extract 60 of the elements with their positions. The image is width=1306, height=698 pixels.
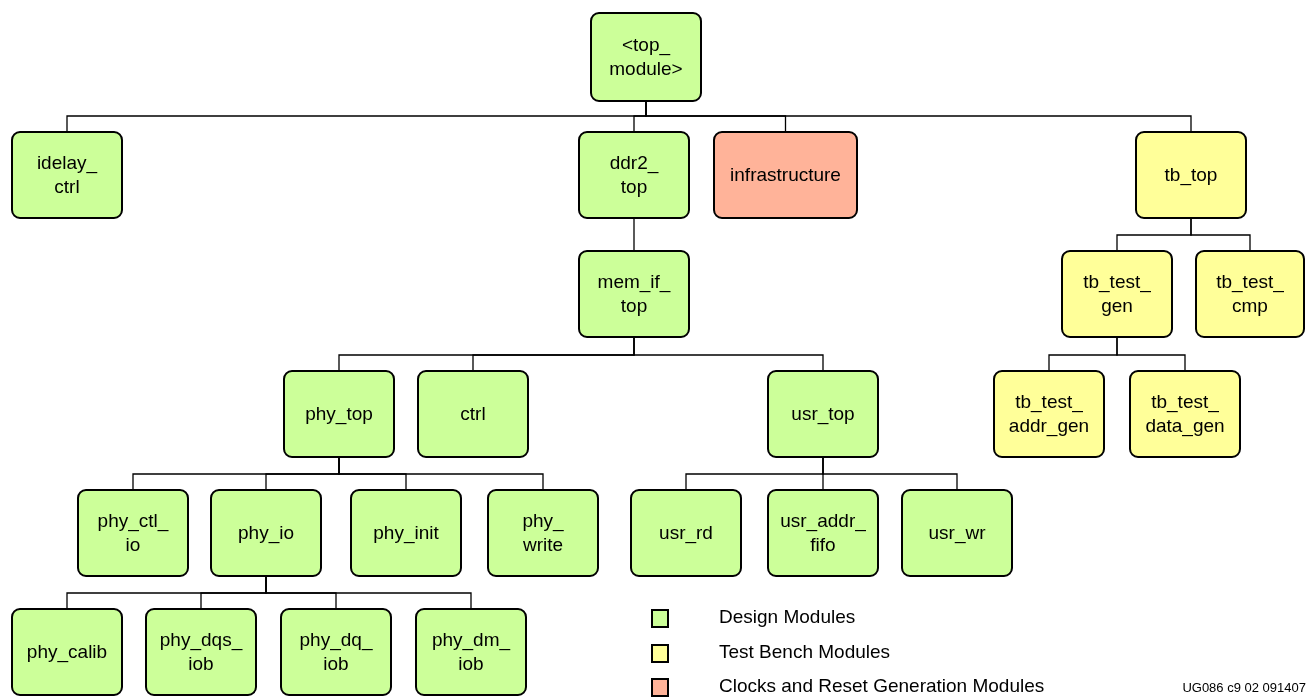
module-box (11, 608, 123, 696)
module-name: mem_if_ top (597, 270, 671, 318)
module-name: usr_addr_ fifo (780, 509, 866, 557)
module-name: tb_test_ cmp (1216, 270, 1284, 318)
module-name: infrastructure (730, 163, 841, 187)
module-name: phy_calib (26, 640, 108, 664)
module-box (767, 489, 879, 577)
module-name: usr_rd (659, 521, 713, 545)
module-name: phy_init (373, 521, 439, 545)
module-name: phy_dq_ iob (299, 628, 373, 676)
module-box (487, 489, 599, 577)
module-box (1135, 131, 1247, 219)
connector-line (645, 101, 1192, 132)
module-box (590, 12, 702, 102)
module-box (1061, 250, 1173, 338)
module-name: phy_ctl_ io (97, 509, 169, 557)
module-box (767, 370, 879, 458)
module-box (630, 489, 742, 577)
module-name: tb_test_ gen (1083, 270, 1151, 318)
module-name: idelay_ ctrl (36, 151, 98, 199)
module-box (993, 370, 1105, 458)
module-name: phy_dqs_ iob (159, 628, 243, 676)
module-box (1129, 370, 1241, 458)
connector-line (633, 218, 635, 251)
module-box (280, 608, 392, 696)
module-box (283, 370, 395, 458)
module-box (350, 489, 462, 577)
module-box (417, 370, 529, 458)
module-box (578, 250, 690, 338)
module-name: usr_wr (928, 521, 986, 545)
legend-label: Design Modules (719, 606, 856, 628)
module-box (210, 489, 322, 577)
module-name: phy_io (238, 521, 294, 545)
connector-line (265, 576, 472, 609)
legend-label: Test Bench Modules (719, 640, 891, 663)
module-box (901, 489, 1013, 577)
connector-line (1116, 337, 1186, 371)
module-name: phy_ write (522, 509, 564, 557)
module-box (415, 608, 527, 696)
legend-label: Clocks and Reset Generation Modules (719, 675, 1045, 697)
module-box (11, 131, 123, 219)
module-box (145, 608, 257, 696)
module-box (77, 489, 189, 577)
module-name: ddr2_ top (609, 151, 659, 199)
module-box (1195, 250, 1305, 338)
module-name: phy_top (305, 402, 373, 426)
module-name: tb_test_ addr_gen (1008, 390, 1090, 438)
connector-line (1190, 218, 1251, 251)
module-name: phy_dm_ iob (431, 628, 511, 676)
module-box (713, 131, 858, 219)
module-box (578, 131, 690, 219)
connector-line (822, 457, 958, 490)
figure-id: UG086 c9 02 091407 (1182, 680, 1306, 695)
connector-line (633, 337, 824, 371)
module-name: <top_ module> (609, 33, 683, 81)
module-name: ctrl (460, 402, 486, 426)
module-name: tb_top (1164, 163, 1218, 187)
module-name: usr_top (791, 402, 855, 426)
connector-line (338, 457, 544, 490)
module-name: tb_test_ data_gen (1145, 390, 1225, 438)
